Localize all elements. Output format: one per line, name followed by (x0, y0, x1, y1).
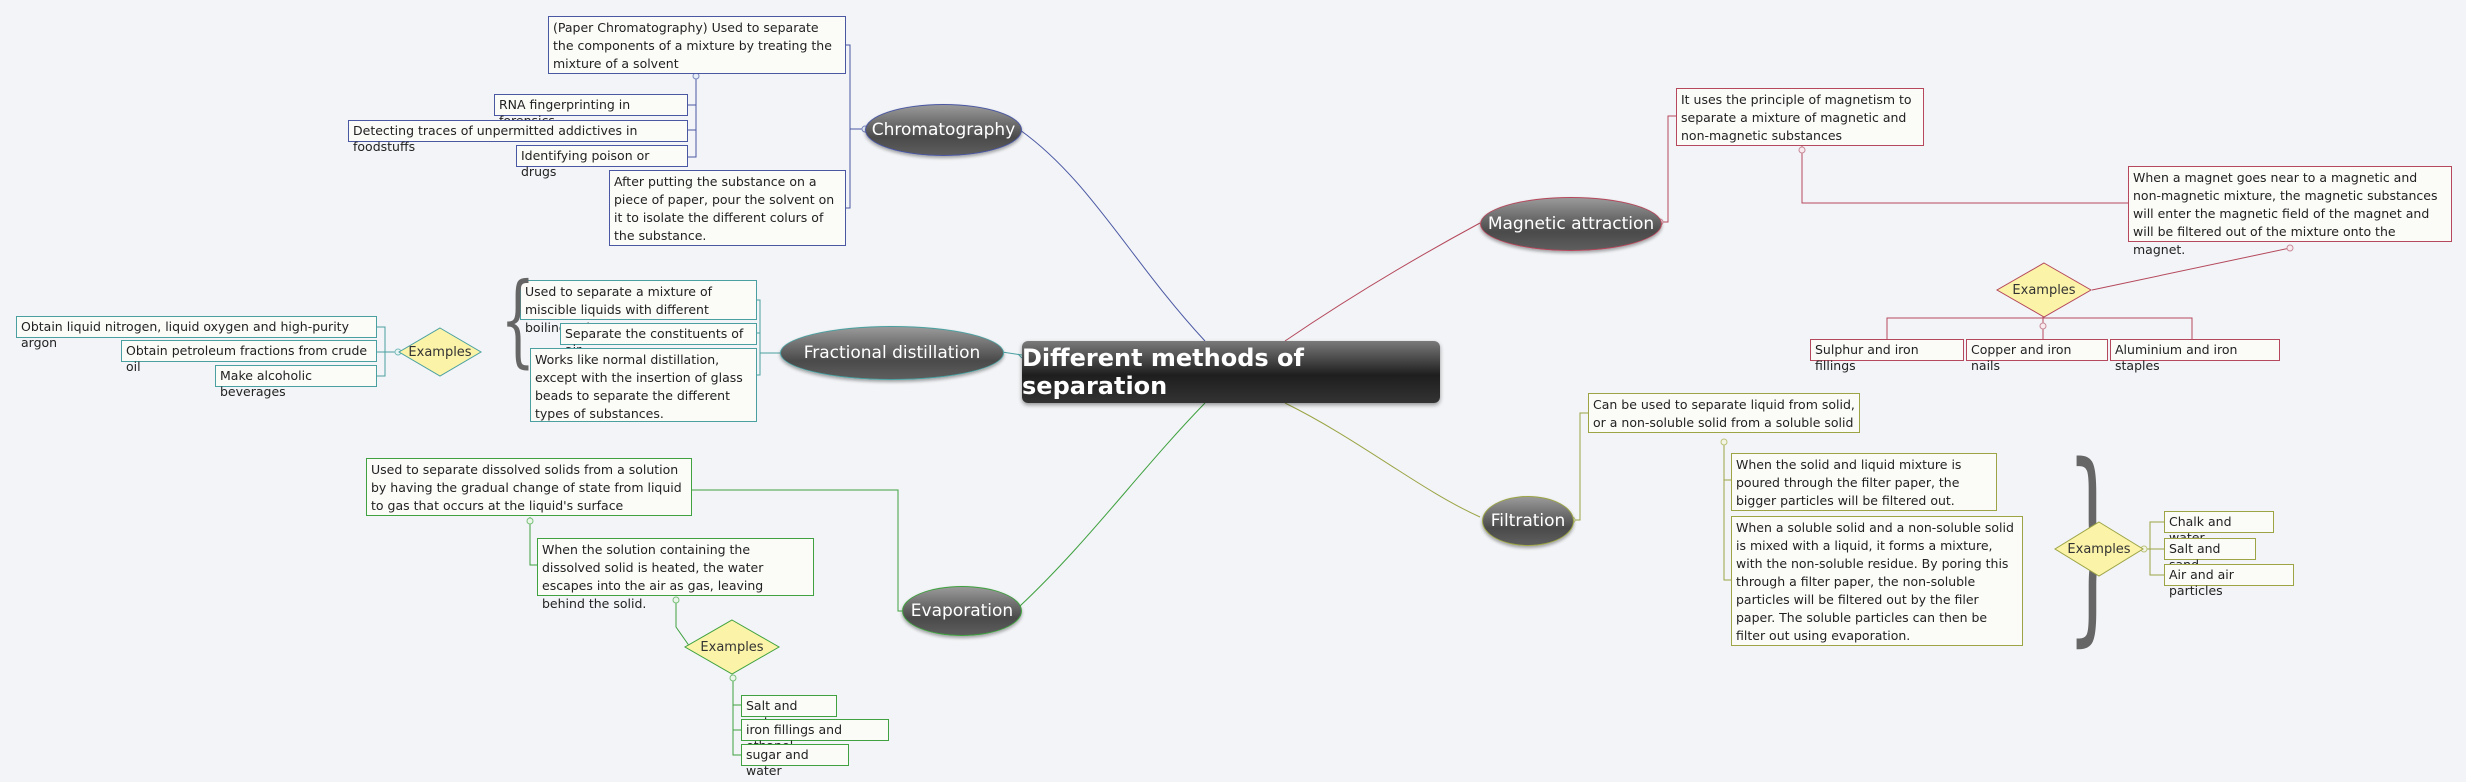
magnetic-example-1[interactable]: Sulphur and iron fillings (1810, 339, 1964, 373)
evaporation-method[interactable]: When the solution containing the dissolv… (537, 538, 814, 611)
topic-fractional-distillation[interactable]: Fractional distillation (780, 326, 1004, 380)
topic-filtration[interactable]: Filtration (1482, 496, 1574, 546)
magnetic-method[interactable]: When a magnet goes near to a magnetic an… (2128, 166, 2452, 257)
topic-evaporation[interactable]: Evaporation (902, 586, 1022, 636)
fractional-examples-node[interactable]: Examples (398, 327, 482, 377)
magnetic-definition[interactable]: It uses the principle of magnetism to se… (1676, 88, 1924, 146)
magnetic-examples-label: Examples (2012, 282, 2076, 298)
fractional-example-1[interactable]: Obtain liquid nitrogen, liquid oxygen an… (16, 316, 377, 350)
evaporation-examples-node[interactable]: Examples (683, 619, 781, 675)
fractional-air[interactable]: Separate the constituents of air (560, 323, 757, 357)
filtration-method-2[interactable]: When a soluble solid and a non-soluble s… (1731, 516, 2023, 646)
chromatography-use-1[interactable]: RNA fingerprinting in forensics (494, 94, 688, 128)
topic-chromatography[interactable]: Chromatography (865, 104, 1022, 156)
fractional-brace-icon: { (500, 261, 536, 378)
evaporation-examples-label: Examples (700, 639, 764, 655)
fractional-definition[interactable]: Used to separate a mixture of miscible l… (520, 280, 757, 335)
chromatography-method[interactable]: After putting the substance on a piece o… (609, 170, 846, 246)
evaporation-example-1[interactable]: Salt and water (741, 695, 837, 729)
chromatography-use-3[interactable]: Identifying poison or drugs (516, 145, 688, 179)
diamond-icon (1995, 262, 2093, 318)
evaporation-example-3[interactable]: sugar and water (741, 744, 849, 778)
filtration-examples-label: Examples (2067, 541, 2131, 557)
root-topic[interactable]: Different methods of separation (1022, 341, 1440, 403)
magnetic-examples-node[interactable]: Examples (1995, 262, 2093, 318)
filtration-example-3[interactable]: Air and air particles (2164, 564, 2294, 598)
evaporation-example-2[interactable]: iron fillings and ethanol (741, 719, 889, 753)
diamond-icon (2054, 521, 2144, 577)
filtration-method-1[interactable]: When the solid and liquid mixture is pou… (1731, 453, 1997, 511)
fractional-example-3[interactable]: Make alcoholic beverages (215, 365, 377, 399)
evaporation-definition[interactable]: Used to separate dissolved solids from a… (366, 458, 692, 516)
chromatography-use-2[interactable]: Detecting traces of unpermitted addictiv… (348, 120, 688, 154)
chromatography-definition[interactable]: (Paper Chromatography) Used to separate … (548, 16, 846, 74)
diamond-icon (398, 327, 482, 377)
topic-magnetic-attraction[interactable]: Magnetic attraction (1480, 197, 1662, 251)
fractional-examples-label: Examples (408, 344, 472, 360)
magnetic-example-2[interactable]: Copper and iron nails (1966, 339, 2108, 373)
filtration-definition[interactable]: Can be used to separate liquid from soli… (1588, 393, 1860, 433)
fractional-method[interactable]: Works like normal distillation, except w… (530, 348, 757, 422)
filtration-examples-node[interactable]: Examples (2054, 521, 2144, 577)
fractional-example-2[interactable]: Obtain petroleum fractions from crude oi… (121, 340, 377, 374)
filtration-example-1[interactable]: Chalk and water (2164, 511, 2274, 545)
diamond-icon (683, 619, 781, 675)
magnetic-example-3[interactable]: Aluminium and iron staples (2110, 339, 2280, 373)
